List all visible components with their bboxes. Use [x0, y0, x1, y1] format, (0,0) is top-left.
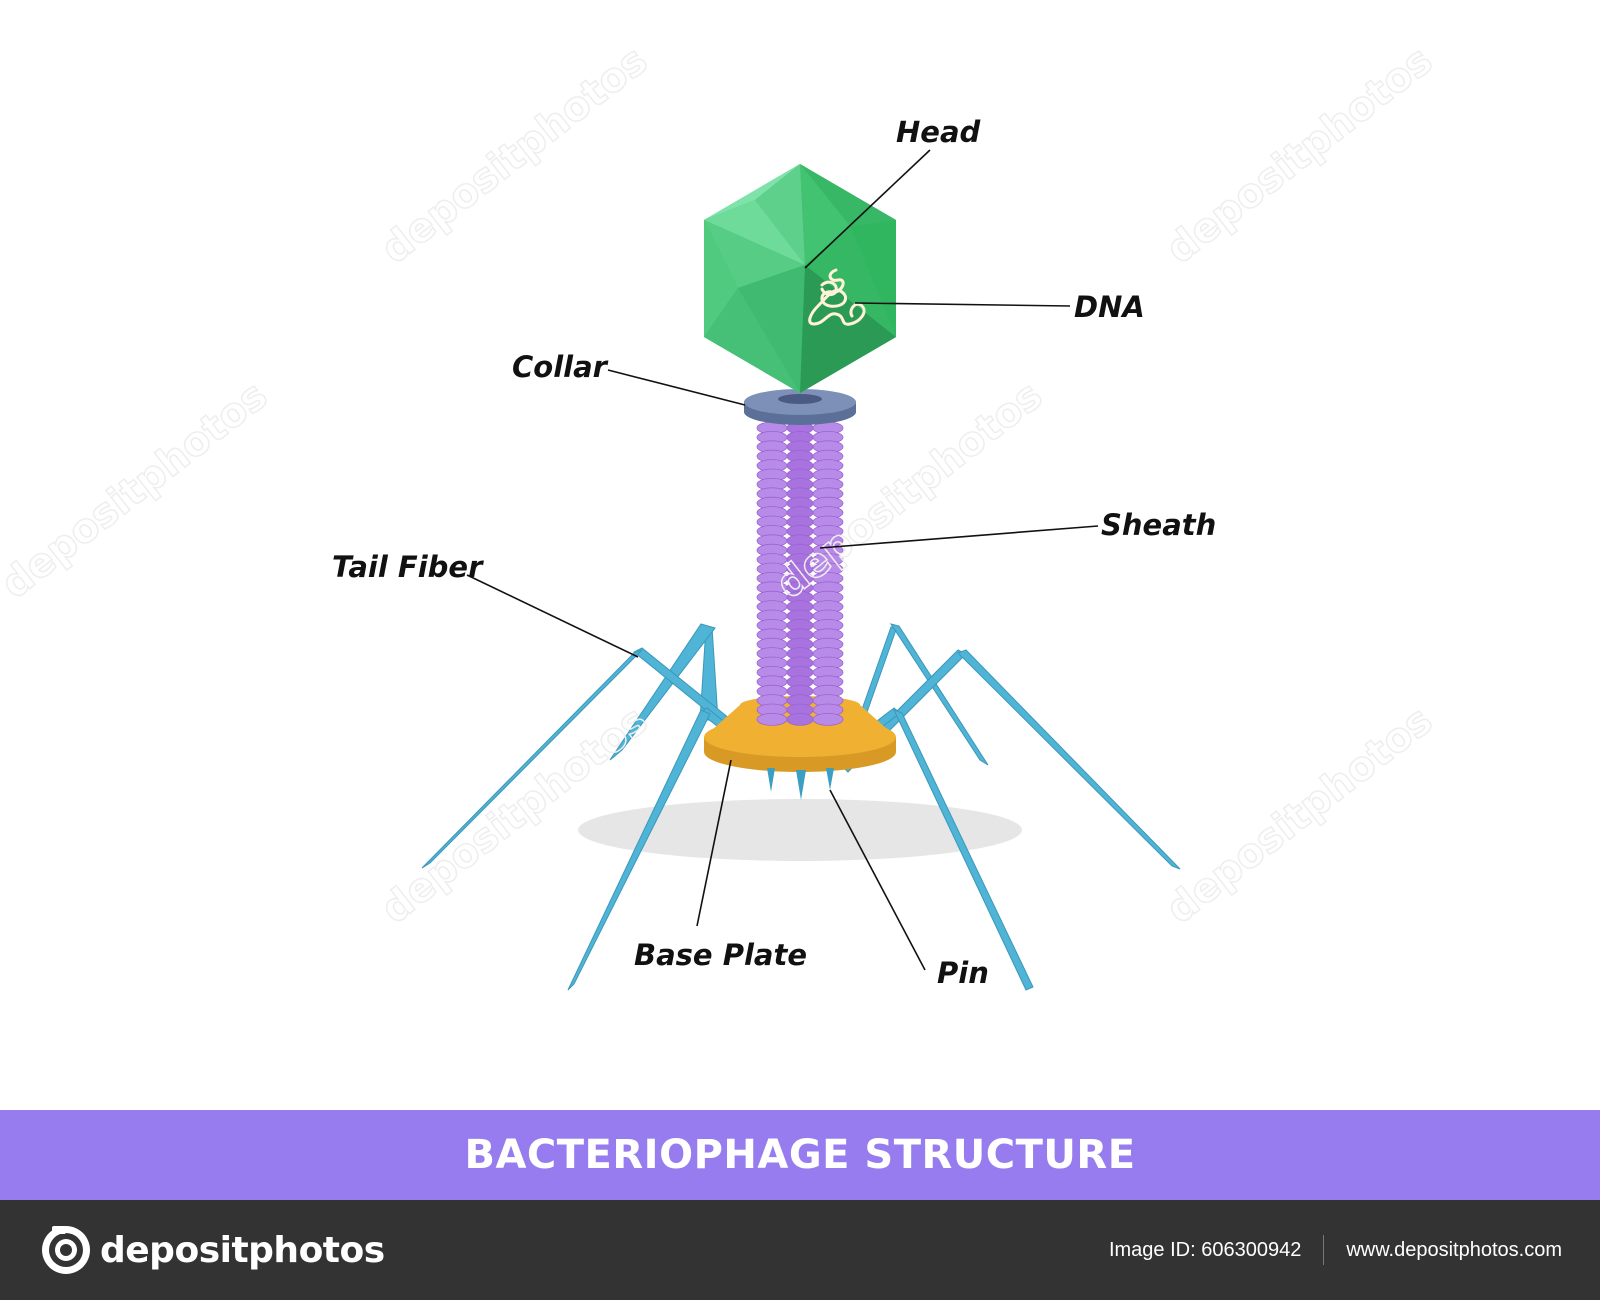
label-sheath: Sheath [1101, 508, 1216, 542]
collar [744, 389, 856, 425]
watermark-text: depositphotos [0, 372, 276, 607]
footer-info: Image ID: 606300942 www.depositphotos.co… [1109, 1235, 1562, 1265]
sheath-ring [812, 713, 844, 726]
brand-name: depositphotos [100, 1229, 385, 1271]
pin [796, 770, 806, 800]
label-collar: Collar [512, 350, 609, 384]
title-banner: BACTERIOPHAGE STRUCTURE [0, 1110, 1600, 1200]
watermark-pattern: depositphotos depositphotos depositphotos d… [0, 37, 1442, 934]
head [704, 164, 896, 393]
sheath-ring [756, 713, 788, 726]
dna-strand [808, 268, 866, 326]
leader-line-head [804, 149, 931, 269]
label-base-plate: Base Plate [634, 938, 807, 972]
label-pin: Pin [937, 956, 989, 990]
watermark-text: depositphotos [1158, 697, 1441, 932]
watermark-text: depositphotos [1158, 37, 1441, 272]
leader-line-tail-fiber [466, 574, 639, 658]
image-id: Image ID: 606300942 [1108, 1238, 1302, 1261]
watermark-text: depositphotos [373, 37, 656, 272]
tail-fiber-left-back [609, 623, 719, 761]
leader-line-collar [607, 369, 746, 406]
leader-line-sheath [819, 525, 1099, 549]
camera-lens-icon [42, 1226, 90, 1274]
pin [826, 768, 834, 790]
sheath-ring [786, 713, 814, 726]
sheath [756, 421, 844, 726]
leader-line-base-plate [696, 759, 732, 927]
label-tail-fiber: Tail Fiber [332, 550, 484, 584]
footer-bar: depositphotos Image ID: 606300942 www.de… [0, 1200, 1600, 1300]
brand-logo[interactable]: depositphotos [40, 1224, 385, 1276]
leader-line-dna [854, 302, 1071, 307]
pin [767, 768, 775, 792]
footer-divider [1323, 1235, 1325, 1265]
leader-line-pin [829, 789, 926, 971]
label-dna: DNA [1074, 290, 1145, 324]
bacteriophage-diagram: depositphotos depositphotos depositphotos d… [0, 37, 1442, 991]
leader-lines [466, 149, 1099, 971]
pins [767, 768, 834, 800]
site-url[interactable]: www.depositphotos.com [1346, 1238, 1562, 1261]
ground-shadow [578, 799, 1022, 861]
label-head: Head [896, 115, 981, 149]
banner-title: BACTERIOPHAGE STRUCTURE [464, 1132, 1136, 1178]
